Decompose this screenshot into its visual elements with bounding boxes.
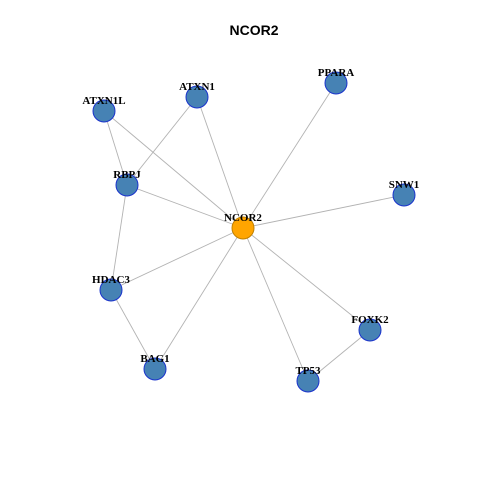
edge-ncor2-snw1 xyxy=(242,194,405,229)
node-snw1[interactable] xyxy=(392,183,416,207)
node-hdac3[interactable] xyxy=(99,278,123,302)
edge-atxn1l-rbpj xyxy=(103,110,128,186)
edge-atxn1-rbpj xyxy=(126,96,198,186)
edge-rbpj-hdac3 xyxy=(110,184,128,291)
node-label-ncor2: NCOR2 xyxy=(224,212,262,224)
edge-ncor2-ppara xyxy=(242,82,337,229)
node-atxn1[interactable] xyxy=(185,85,209,109)
node-label-hdac3: HDAC3 xyxy=(92,274,130,286)
edge-ncor2-hdac3 xyxy=(110,227,244,291)
node-tp53[interactable] xyxy=(296,369,320,393)
edge-ncor2-tp53 xyxy=(242,227,309,382)
node-atxn1l[interactable] xyxy=(92,99,116,123)
edge-ncor2-rbpj xyxy=(126,184,244,229)
node-label-bag1: BAG1 xyxy=(140,353,169,365)
node-label-snw1: SNW1 xyxy=(389,179,420,191)
edge-layer xyxy=(103,82,405,382)
edge-ncor2-foxk2 xyxy=(242,227,371,331)
node-label-atxn1l: ATXN1L xyxy=(82,95,125,107)
node-label-rbpj: RBPJ xyxy=(113,169,141,181)
edge-ncor2-bag1 xyxy=(154,227,244,370)
graph-title: NCOR2 xyxy=(229,22,278,38)
edge-hdac3-bag1 xyxy=(110,289,156,370)
edge-ncor2-atxn1 xyxy=(196,96,244,229)
node-foxk2[interactable] xyxy=(358,318,382,342)
edge-ncor2-atxn1l xyxy=(103,110,244,229)
node-ncor2[interactable] xyxy=(231,216,255,240)
edge-foxk2-tp53 xyxy=(307,329,371,382)
label-layer: NCOR2 ATXN1L ATXN1 PPARA RBPJ SNW1HDAC3FOXK2B… xyxy=(82,67,419,377)
node-label-ppara: PPARA xyxy=(318,67,355,79)
node-label-tp53: TP53 xyxy=(295,365,321,377)
node-ppara[interactable] xyxy=(324,71,348,95)
node-bag1[interactable] xyxy=(143,357,167,381)
node-label-atxn1: ATXN1 xyxy=(179,81,215,93)
node-label-foxk2: FOXK2 xyxy=(351,314,389,326)
node-layer xyxy=(92,71,416,393)
node-rbpj[interactable] xyxy=(115,173,139,197)
